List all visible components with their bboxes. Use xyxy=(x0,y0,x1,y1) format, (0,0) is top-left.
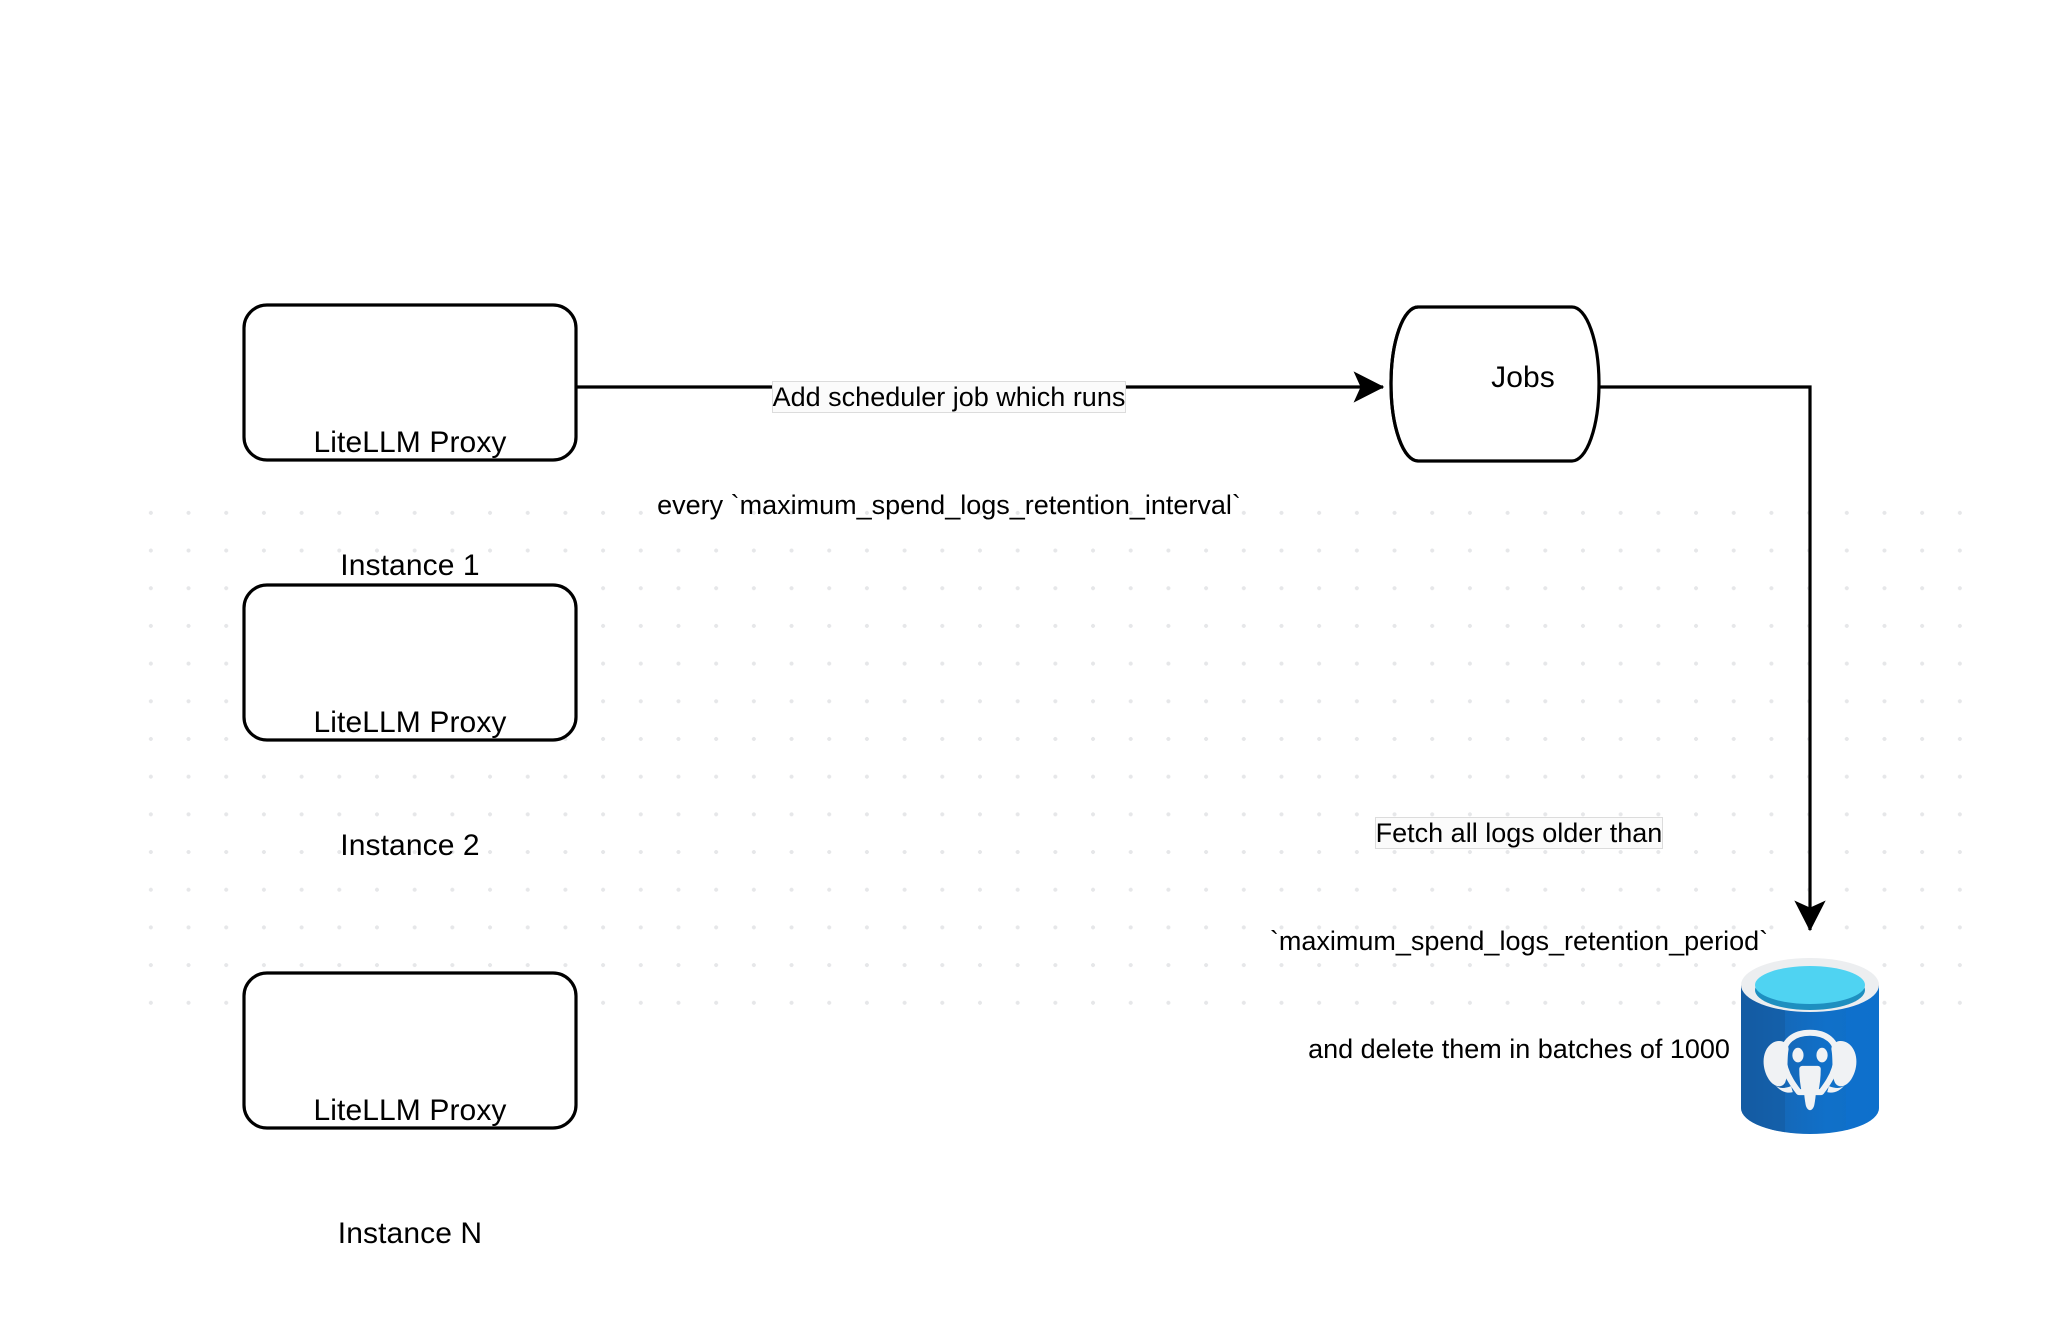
edge-fetch-delete-label-line1: Fetch all logs older than xyxy=(1236,815,1802,851)
edge-fetch-delete-label-line3: and delete them in batches of 1000 xyxy=(1308,1034,1730,1064)
proxy-instance-1-box[interactable] xyxy=(242,303,578,462)
edge-fetch-delete-label: Fetch all logs older than `maximum_spend… xyxy=(1236,743,1802,1139)
proxy-instance-1-line1: LiteLLM Proxy xyxy=(313,426,507,459)
proxy-instance-2-line2: Instance 2 xyxy=(340,829,480,862)
edge-fetch-delete-label-line1-text: Fetch all logs older than xyxy=(1375,818,1663,848)
proxy-instance-2-line1: LiteLLM Proxy xyxy=(313,706,507,739)
proxy-instance-3-line2: Instance N xyxy=(337,1217,483,1250)
proxy-instance-3-line1: LiteLLM Proxy xyxy=(313,1094,507,1127)
jobs-store-label: Jobs xyxy=(1491,361,1555,394)
edge-jobs-to-postgres xyxy=(1599,385,1826,932)
proxy-instance-2-label: LiteLLM Proxy Instance 2 xyxy=(244,620,576,948)
edge-scheduler-label-line1-text: Add scheduler job which runs xyxy=(772,382,1126,412)
edge-scheduler-label: Add scheduler job which runs every `maxi… xyxy=(596,307,1302,595)
edge-scheduler-label-line1: Add scheduler job which runs xyxy=(596,379,1302,415)
proxy-instance-2-box[interactable] xyxy=(242,583,578,742)
proxy-instance-3-label: LiteLLM Proxy Instance N xyxy=(244,1008,576,1336)
edge-fetch-delete-label-line2: `maximum_spend_logs_retention_period` xyxy=(1269,926,1769,956)
edge-scheduler-label-line2: every `maximum_spend_logs_retention_inte… xyxy=(657,490,1241,520)
postgresql-database-icon[interactable] xyxy=(1741,958,1882,1140)
jobs-cylinder-shape[interactable] xyxy=(1389,305,1601,463)
proxy-instance-1-label: LiteLLM Proxy Instance 1 xyxy=(244,340,576,668)
proxy-instance-3-box[interactable] xyxy=(242,971,578,1130)
proxy-instance-1-line2: Instance 1 xyxy=(340,549,480,582)
